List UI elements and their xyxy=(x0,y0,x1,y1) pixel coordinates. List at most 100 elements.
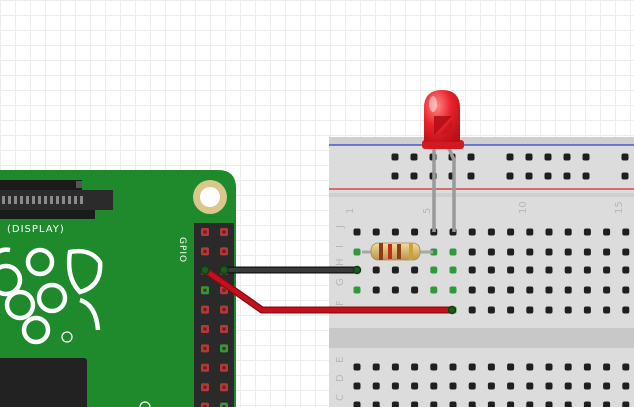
breadboard-hole[interactable] xyxy=(411,363,419,371)
breadboard-hole[interactable] xyxy=(507,401,515,407)
breadboard-hole[interactable] xyxy=(430,286,438,294)
breadboard-hole[interactable] xyxy=(411,401,419,407)
breadboard-hole[interactable] xyxy=(545,266,553,274)
breadboard-hole[interactable] xyxy=(603,363,611,371)
breadboard-hole[interactable] xyxy=(545,228,553,236)
breadboard-hole[interactable] xyxy=(391,382,399,390)
breadboard-hole[interactable] xyxy=(430,382,438,390)
breadboard-hole[interactable] xyxy=(526,306,534,314)
breadboard-hole[interactable] xyxy=(526,363,534,371)
breadboard-hole[interactable] xyxy=(622,228,630,236)
breadboard-hole[interactable] xyxy=(353,401,361,407)
breadboard-hole[interactable] xyxy=(353,363,361,371)
breadboard-hole[interactable] xyxy=(372,266,380,274)
breadboard-hole[interactable] xyxy=(526,401,534,407)
breadboard-hole[interactable] xyxy=(564,401,572,407)
rail-hole[interactable] xyxy=(391,172,399,180)
breadboard-hole[interactable] xyxy=(622,286,630,294)
breadboard-hole[interactable] xyxy=(468,306,476,314)
breadboard-hole[interactable] xyxy=(411,266,419,274)
breadboard-hole[interactable] xyxy=(468,401,476,407)
breadboard-hole[interactable] xyxy=(449,266,457,274)
breadboard-hole[interactable] xyxy=(353,382,361,390)
breadboard-hole[interactable] xyxy=(564,363,572,371)
breadboard-hole[interactable] xyxy=(603,401,611,407)
breadboard-hole[interactable] xyxy=(583,228,591,236)
breadboard-hole[interactable] xyxy=(468,363,476,371)
breadboard-hole[interactable] xyxy=(507,266,515,274)
breadboard-hole[interactable] xyxy=(564,306,572,314)
breadboard-hole[interactable] xyxy=(372,228,380,236)
breadboard-hole[interactable] xyxy=(372,382,380,390)
breadboard-hole[interactable] xyxy=(526,228,534,236)
breadboard-hole[interactable] xyxy=(583,286,591,294)
breadboard-hole[interactable] xyxy=(507,228,515,236)
breadboard-hole[interactable] xyxy=(545,363,553,371)
breadboard-hole[interactable] xyxy=(622,401,630,407)
breadboard-hole[interactable] xyxy=(622,266,630,274)
breadboard-hole[interactable] xyxy=(487,401,495,407)
breadboard-hole[interactable] xyxy=(487,382,495,390)
breadboard-hole[interactable] xyxy=(372,286,380,294)
breadboard-hole[interactable] xyxy=(411,286,419,294)
breadboard-hole[interactable] xyxy=(507,363,515,371)
breadboard-hole[interactable] xyxy=(468,228,476,236)
breadboard-hole[interactable] xyxy=(430,401,438,407)
breadboard-hole[interactable] xyxy=(622,363,630,371)
breadboard-hole[interactable] xyxy=(391,286,399,294)
breadboard-hole[interactable] xyxy=(622,248,630,256)
breadboard-hole[interactable] xyxy=(526,286,534,294)
breadboard-hole[interactable] xyxy=(564,382,572,390)
breadboard-hole[interactable] xyxy=(430,248,438,256)
breadboard-hole[interactable] xyxy=(391,228,399,236)
breadboard-hole[interactable] xyxy=(583,266,591,274)
breadboard-hole[interactable] xyxy=(507,248,515,256)
breadboard-hole[interactable] xyxy=(449,382,457,390)
breadboard-hole[interactable] xyxy=(507,382,515,390)
breadboard-hole[interactable] xyxy=(487,248,495,256)
breadboard-hole[interactable] xyxy=(353,286,361,294)
breadboard-hole[interactable] xyxy=(487,228,495,236)
breadboard-hole[interactable] xyxy=(526,382,534,390)
breadboard-hole[interactable] xyxy=(391,401,399,407)
breadboard-hole[interactable] xyxy=(564,228,572,236)
led[interactable] xyxy=(422,90,464,232)
rail-hole[interactable] xyxy=(621,172,629,180)
breadboard-hole[interactable] xyxy=(545,401,553,407)
rail-hole[interactable] xyxy=(525,172,533,180)
breadboard-hole[interactable] xyxy=(372,401,380,407)
resistor[interactable] xyxy=(362,242,433,261)
breadboard-hole[interactable] xyxy=(507,286,515,294)
rail-hole[interactable] xyxy=(467,172,475,180)
rail-hole[interactable] xyxy=(563,153,571,161)
breadboard-hole[interactable] xyxy=(353,228,361,236)
breadboard-hole[interactable] xyxy=(430,266,438,274)
breadboard-hole[interactable] xyxy=(468,248,476,256)
signal-wire[interactable] xyxy=(202,267,455,313)
breadboard-hole[interactable] xyxy=(449,363,457,371)
breadboard-hole[interactable] xyxy=(372,363,380,371)
breadboard-hole[interactable] xyxy=(449,286,457,294)
breadboard-hole[interactable] xyxy=(526,248,534,256)
rail-hole[interactable] xyxy=(410,153,418,161)
breadboard-hole[interactable] xyxy=(545,248,553,256)
breadboard-hole[interactable] xyxy=(583,363,591,371)
breadboard-hole[interactable] xyxy=(449,401,457,407)
breadboard-hole[interactable] xyxy=(603,286,611,294)
gpio-pin[interactable] xyxy=(201,402,209,407)
breadboard-hole[interactable] xyxy=(603,382,611,390)
rail-hole[interactable] xyxy=(582,172,590,180)
breadboard-hole[interactable] xyxy=(564,248,572,256)
breadboard-hole[interactable] xyxy=(411,382,419,390)
rail-hole[interactable] xyxy=(506,153,514,161)
breadboard-hole[interactable] xyxy=(487,286,495,294)
rail-hole[interactable] xyxy=(563,172,571,180)
rail-hole[interactable] xyxy=(410,172,418,180)
breadboard-hole[interactable] xyxy=(603,248,611,256)
breadboard-hole[interactable] xyxy=(507,306,515,314)
breadboard-hole[interactable] xyxy=(583,382,591,390)
rail-hole[interactable] xyxy=(467,153,475,161)
breadboard-hole[interactable] xyxy=(411,228,419,236)
breadboard-hole[interactable] xyxy=(583,401,591,407)
breadboard-hole[interactable] xyxy=(564,286,572,294)
